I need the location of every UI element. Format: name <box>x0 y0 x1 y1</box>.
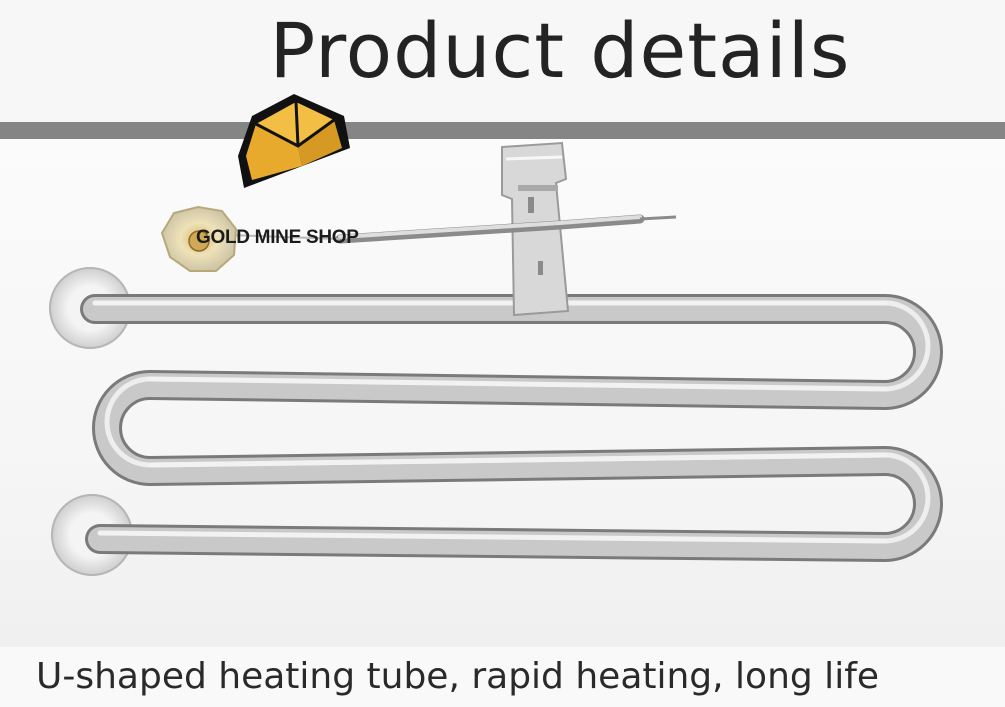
divider-bar <box>0 122 1005 139</box>
page-title: Product details <box>269 6 851 95</box>
header-band <box>0 0 1005 122</box>
thermostat-disc <box>160 205 238 272</box>
product-photo <box>49 141 943 576</box>
gold-bar-logo-icon <box>238 94 350 188</box>
caption-band <box>0 647 1005 707</box>
heating-tube <box>80 294 943 562</box>
caption-text: U-shaped heating tube, rapid heating, lo… <box>36 656 880 697</box>
thermostat-probe <box>229 214 677 244</box>
watermark-text: GOLD MINE SHOP <box>196 227 359 248</box>
